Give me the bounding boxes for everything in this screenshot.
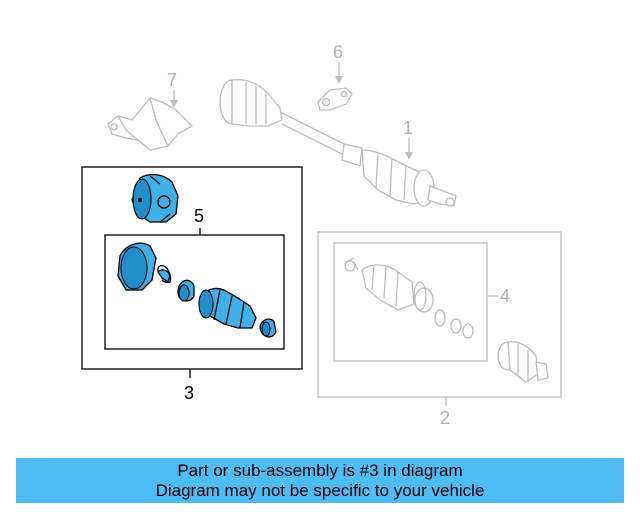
part-1-axle-shaft[interactable] bbox=[219, 79, 457, 207]
parts-diagram: 7 6 1 bbox=[81, 42, 562, 428]
banner-line-disclaimer: Diagram may not be specific to your vehi… bbox=[155, 480, 485, 500]
part-5-group-box[interactable] bbox=[104, 234, 285, 350]
callout-4[interactable]: 4 bbox=[500, 286, 510, 306]
callout-arrow-1 bbox=[405, 152, 413, 160]
banner-line-part-number: Part or sub-assembly is #3 in diagram bbox=[177, 460, 463, 480]
part-4-group-box bbox=[333, 242, 488, 362]
part-4-boot-kit[interactable] bbox=[344, 257, 474, 339]
callout-arrow-7 bbox=[170, 100, 178, 108]
callout-5[interactable]: 5 bbox=[194, 206, 204, 226]
part-5-boot-kit[interactable] bbox=[117, 242, 277, 338]
info-banner: Part or sub-assembly is #3 in diagram Di… bbox=[16, 458, 624, 503]
callout-2[interactable]: 2 bbox=[440, 408, 450, 428]
callout-6[interactable]: 6 bbox=[333, 42, 343, 62]
part-3-cv-joint[interactable] bbox=[131, 173, 179, 223]
part-2-group-box bbox=[317, 231, 562, 398]
callout-1[interactable]: 1 bbox=[403, 118, 413, 138]
callout-7[interactable]: 7 bbox=[167, 70, 177, 90]
callout-arrow-6 bbox=[335, 76, 343, 84]
callout-3[interactable]: 3 bbox=[184, 383, 194, 403]
part-6-bracket[interactable] bbox=[317, 87, 353, 111]
part-7-heat-shield[interactable] bbox=[107, 97, 194, 151]
part-3-group-box[interactable] bbox=[81, 166, 303, 370]
part-2-outer-joint[interactable] bbox=[497, 341, 549, 383]
